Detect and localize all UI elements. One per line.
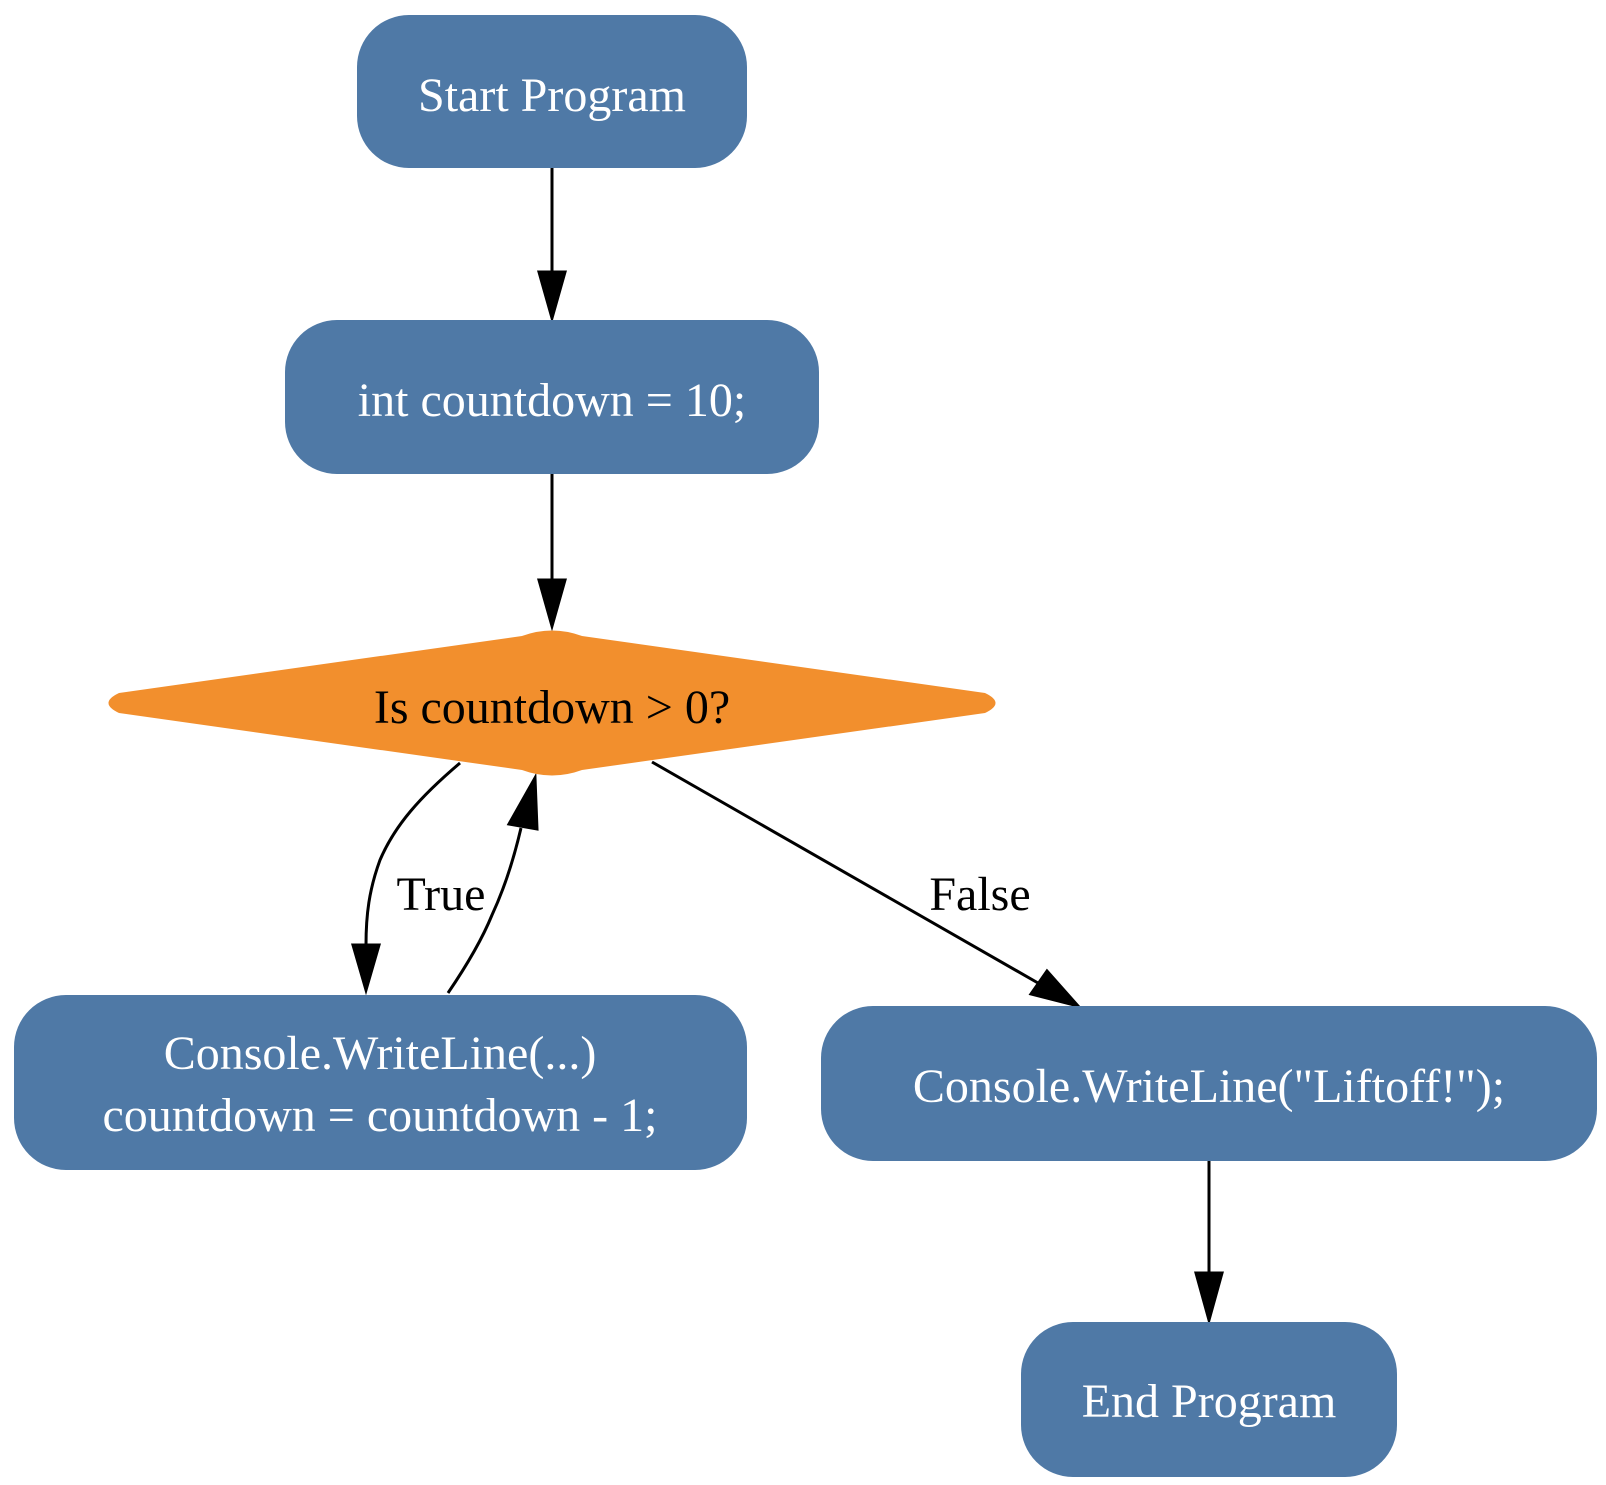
edge-decision-to-loop-true (364, 761, 461, 946)
edge-label-false: False (929, 868, 1030, 921)
node-loop-body[interactable]: Console.WriteLine(...) countdown = count… (14, 995, 747, 1170)
node-loop-body-line1: Console.WriteLine(...) (164, 1027, 597, 1080)
node-loop-body-line2: countdown = countdown - 1; (103, 1089, 658, 1142)
node-init-label: int countdown = 10; (358, 374, 746, 427)
node-liftoff-label: Console.WriteLine("Liftoff!"); (913, 1060, 1505, 1113)
edge-loop-to-decision (446, 827, 523, 994)
node-start[interactable]: Start Program (357, 15, 747, 168)
arrow-init-to-decision (537, 578, 567, 632)
node-liftoff[interactable]: Console.WriteLine("Liftoff!"); (821, 1006, 1597, 1161)
node-init-shape (285, 320, 819, 474)
arrow-decision-to-liftoff-false (1028, 968, 1083, 1009)
node-end[interactable]: End Program (1021, 1322, 1397, 1477)
node-liftoff-shape (821, 1006, 1597, 1161)
edge-decision-to-liftoff-false (651, 760, 1039, 985)
node-start-label: Start Program (418, 69, 686, 122)
arrow-start-to-init (537, 270, 567, 324)
node-decision[interactable]: Is countdown > 0? (108, 630, 996, 776)
node-loop-body-shape (14, 995, 747, 1170)
edges: True False (351, 167, 1224, 1326)
node-decision-label: Is countdown > 0? (374, 681, 730, 734)
arrow-loop-to-decision (506, 772, 539, 831)
arrow-liftoff-to-end (1194, 1271, 1224, 1326)
node-end-shape (1021, 1322, 1397, 1477)
nodes: Start Program int countdown = 10; Is cou… (14, 15, 1597, 1477)
node-init[interactable]: int countdown = 10; (285, 320, 819, 474)
node-end-label: End Program (1082, 1375, 1337, 1428)
decision-diamond-shape (108, 630, 996, 776)
arrow-decision-to-loop-true (351, 943, 381, 996)
node-start-shape (357, 15, 747, 168)
edge-label-true: True (397, 868, 486, 921)
